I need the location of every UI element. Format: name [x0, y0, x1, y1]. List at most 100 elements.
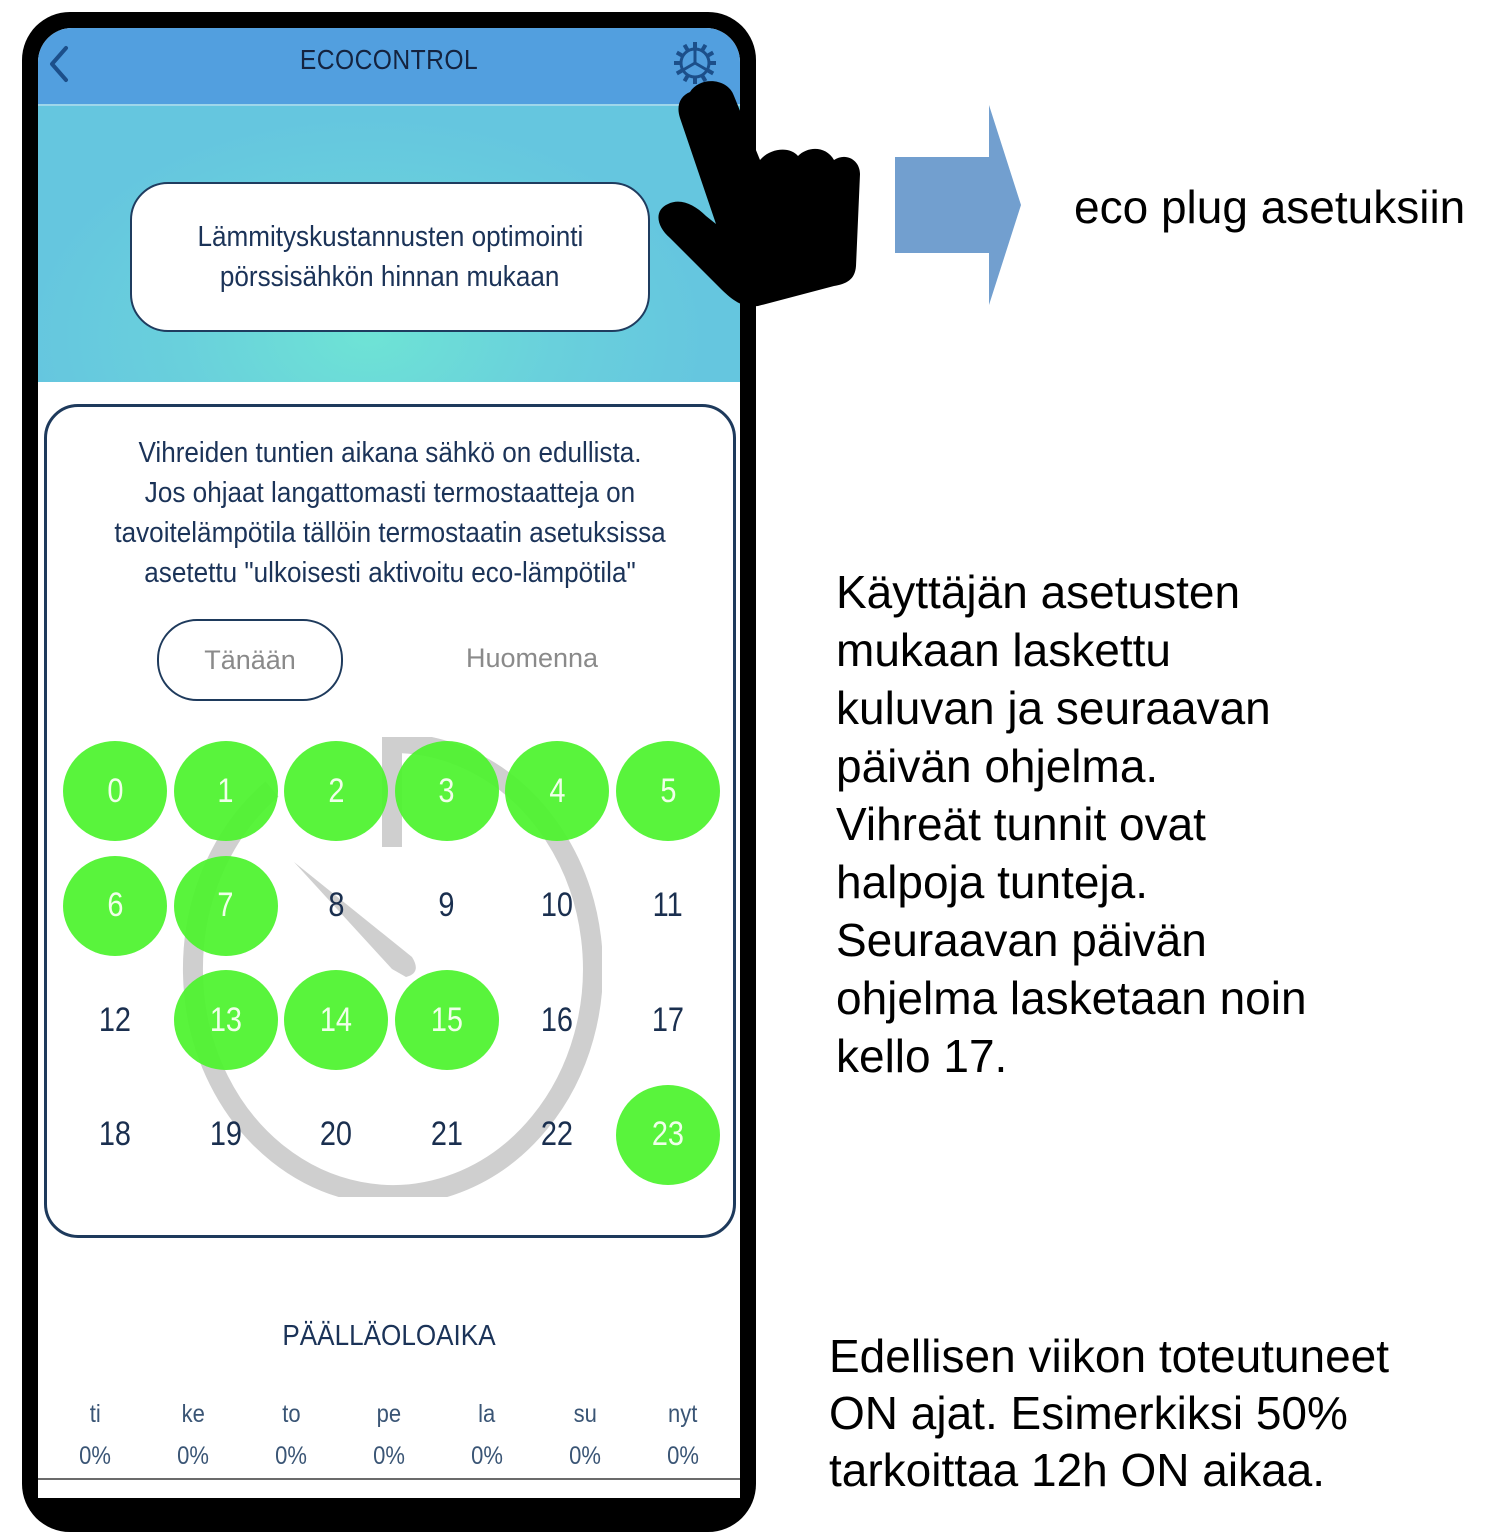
hour-label: 18 [98, 1115, 132, 1153]
annotation-line: Seuraavan päivän [836, 914, 1207, 966]
ontime-value: 0% [667, 1442, 699, 1470]
hour-cell[interactable]: 7 [173, 855, 278, 956]
annotation-line: Käyttäjän asetusten [836, 566, 1241, 618]
hour-cell[interactable]: 18 [63, 1085, 167, 1185]
hour-cell[interactable]: 19 [174, 1085, 278, 1185]
hero-line: Lämmityskustannusten optimointi [197, 221, 583, 253]
hour-label: 7 [217, 886, 234, 924]
hour-label: 10 [541, 886, 574, 924]
tab-tomorrow[interactable]: Huomenna [465, 642, 599, 673]
weekday-label: to [281, 1400, 301, 1428]
info-line: Vihreiden tuntien aikana sähkö on edulli… [138, 437, 642, 469]
hour-cell[interactable]: 16 [505, 970, 609, 1070]
hour-cell[interactable]: 17 [616, 970, 720, 1070]
hour-cell[interactable]: 9 [395, 856, 499, 956]
hero-card: Lämmityskustannusten optimointi pörssisä… [130, 182, 650, 332]
ontime-value: 0% [569, 1442, 601, 1470]
hour-label: 12 [98, 1000, 132, 1039]
hour-label: 22 [541, 1115, 574, 1153]
hour-label: 1 [217, 771, 234, 810]
annotation-line: tarkoittaa 12h ON aikaa. [829, 1444, 1326, 1496]
annotation-schedule: Käyttäjän asetusten mukaan laskettu kulu… [836, 563, 1307, 1085]
hour-cell[interactable]: 14 [284, 970, 389, 1070]
hero-banner: Lämmityskustannusten optimointi pörssisä… [38, 106, 740, 382]
schedule-card: Vihreiden tuntien aikana sähkö on edulli… [44, 404, 736, 1238]
hour-cell[interactable]: 20 [284, 1085, 388, 1185]
annotation-line: kuluvan ja seuraavan [836, 682, 1271, 734]
back-button[interactable] [42, 40, 82, 88]
hour-label: 2 [328, 771, 345, 810]
ontime-value: 0% [177, 1442, 209, 1470]
annotation-line: ohjelma lasketaan noin [836, 972, 1307, 1024]
ontime-title: PÄÄLLÄOLOAIKA [282, 1320, 496, 1352]
hour-cell[interactable]: 22 [505, 1085, 609, 1185]
hour-cell[interactable]: 15 [394, 970, 499, 1070]
annotation-line: halpoja tunteja. [836, 856, 1149, 908]
hour-cell[interactable]: 11 [616, 856, 720, 956]
weekday-label: su [573, 1400, 597, 1428]
annotation-line: Edellisen viikon toteutuneet [829, 1330, 1390, 1382]
right-arrow-icon [895, 105, 1021, 305]
hour-cell[interactable]: 1 [173, 741, 278, 841]
weekday-label: ke [181, 1400, 205, 1428]
tab-today[interactable]: Tänään [157, 619, 343, 701]
hour-cell[interactable]: 23 [616, 1084, 720, 1185]
ontime-value: 0% [275, 1442, 307, 1470]
hour-label: 13 [209, 1000, 242, 1039]
hour-cell[interactable]: 5 [616, 741, 720, 841]
ontime-values-row: 0% 0% 0% 0% 0% 0% 0% [46, 1442, 732, 1471]
annotation-settings: eco plug asetuksiin [1074, 181, 1466, 233]
hour-label: 8 [328, 886, 345, 924]
hour-label: 23 [651, 1115, 685, 1153]
hour-cell[interactable]: 3 [394, 741, 499, 841]
info-line: tavoitelämpötila tällöin termostaatin as… [114, 517, 666, 549]
ontime-value: 0% [471, 1442, 503, 1470]
divider [38, 1478, 740, 1480]
settings-button[interactable] [672, 40, 718, 86]
weekday-row: ti ke to pe la su nyt [46, 1400, 732, 1429]
hour-label: 14 [320, 1000, 353, 1039]
hour-label: 5 [659, 771, 677, 810]
hour-cell[interactable]: 6 [63, 855, 167, 956]
weekday-label: la [478, 1400, 496, 1428]
hour-label: 6 [106, 886, 124, 924]
app-title: ECOCONTROL [299, 44, 479, 75]
info-line: Jos ohjaat langattomasti termostaatteja … [144, 477, 636, 509]
hour-cell[interactable]: 12 [63, 970, 167, 1070]
weekday-label: ti [89, 1400, 101, 1428]
hour-label: 0 [106, 771, 124, 810]
hour-label: 21 [430, 1115, 463, 1153]
hour-label: 15 [430, 1000, 463, 1039]
hour-cell[interactable]: 2 [284, 741, 389, 841]
weekday-label: pe [376, 1400, 402, 1428]
hero-line: pörssisähkön hinnan mukaan [220, 261, 560, 293]
gear-icon [674, 42, 716, 84]
hour-label: 3 [438, 771, 455, 810]
hour-label: 20 [320, 1115, 353, 1153]
hour-label: 19 [209, 1115, 242, 1153]
hour-cell[interactable]: 10 [505, 856, 609, 956]
annotation-ontime: Edellisen viikon toteutuneet ON ajat. Es… [829, 1328, 1389, 1499]
hour-cell[interactable]: 21 [395, 1085, 499, 1185]
info-line: asetettu "ulkoisesti aktivoitu eco-lämpö… [144, 557, 636, 589]
info-text: Vihreiden tuntien aikana sähkö on edulli… [47, 433, 733, 593]
hour-label: 9 [438, 886, 455, 924]
annotation-line: mukaan laskettu [836, 624, 1171, 676]
ontime-value: 0% [79, 1442, 111, 1470]
hour-cell[interactable]: 4 [505, 741, 610, 841]
app-screen: ECOCONTROL [38, 28, 740, 1498]
chevron-left-icon [50, 46, 68, 82]
hour-cell[interactable]: 8 [284, 856, 388, 956]
ontime-value: 0% [373, 1442, 405, 1470]
annotation-line: ON ajat. Esimerkiksi 50% [829, 1387, 1348, 1439]
annotation-line: Vihreät tunnit ovat [836, 798, 1206, 850]
hour-label: 4 [549, 771, 566, 810]
hour-label: 17 [651, 1000, 685, 1039]
annotation-line: päivän ohjelma. [836, 740, 1159, 792]
hour-cell[interactable]: 13 [173, 970, 278, 1070]
hour-label: 16 [541, 1000, 574, 1039]
hour-cell[interactable]: 0 [63, 741, 167, 841]
hour-label: 11 [652, 886, 683, 924]
top-bar: ECOCONTROL [38, 28, 740, 106]
